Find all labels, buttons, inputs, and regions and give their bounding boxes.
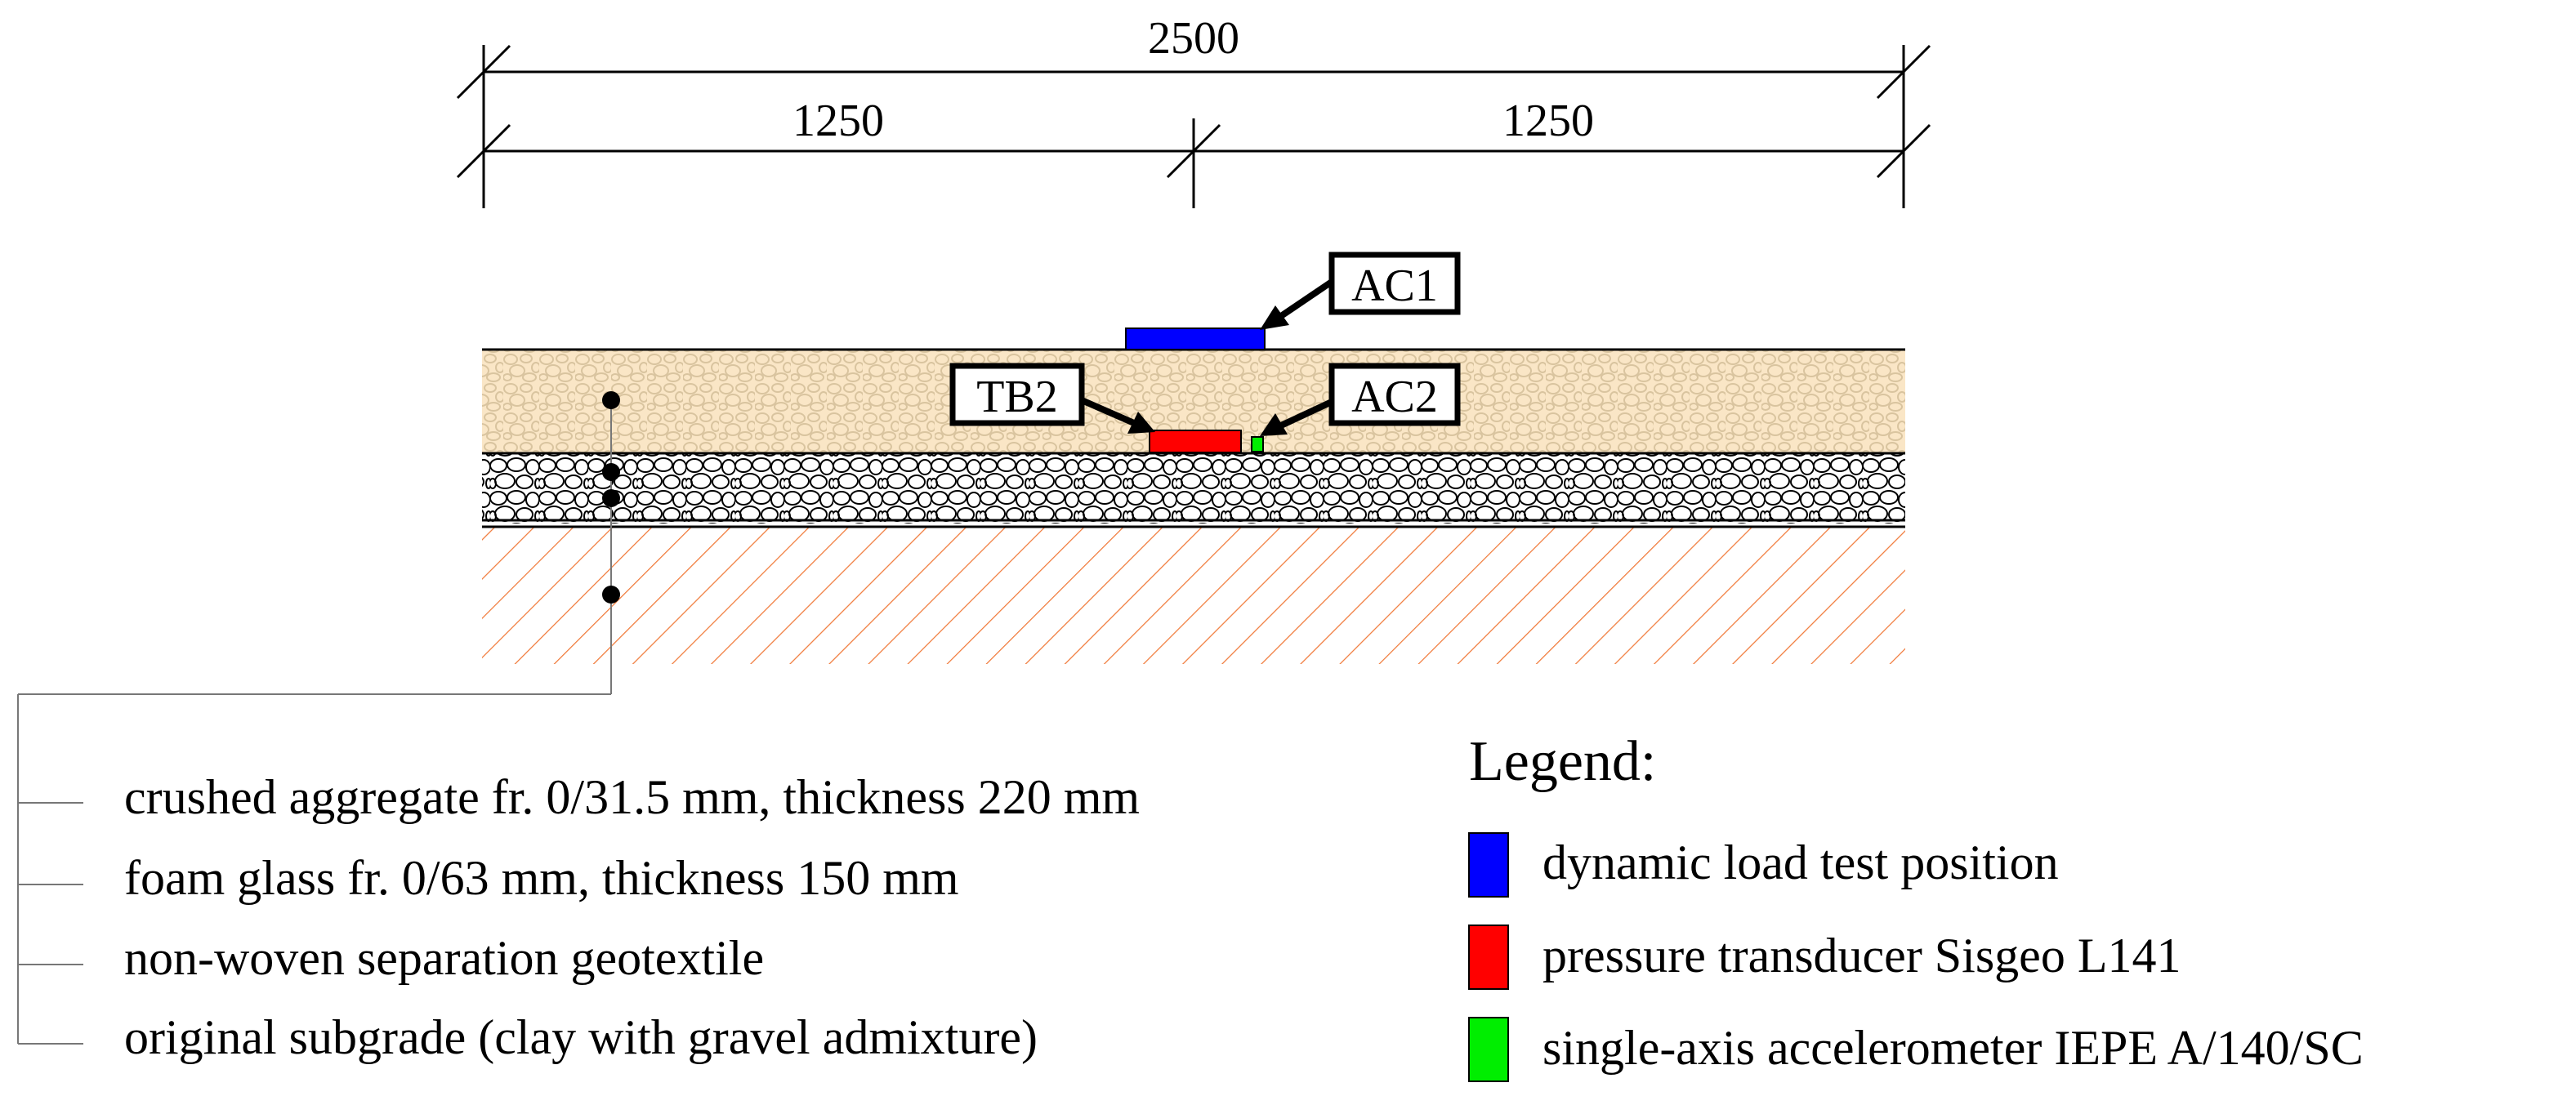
legend-title: Legend: [1469,730,1656,793]
legend-label-load-test: dynamic load test position [1542,835,2059,889]
callout-ac2: AC2 [1260,363,1461,436]
layer-foam-glass [482,453,1905,524]
callout-tb2: TB2 [949,363,1155,434]
leader-dot-geotextile [602,489,620,507]
layer-label-subgrade: original subgrade (clay with gravel admi… [124,1010,1038,1064]
callout-box-ac2 [1328,363,1461,426]
legend-label-pressure-transducer: pressure transducer Sisgeo L141 [1542,929,2181,982]
dimension-lines [456,44,1931,208]
layer-label-aggregate: crushed aggregate fr. 0/31.5 mm, thickne… [124,770,1140,824]
legend-label-accelerometer: single-axis accelerometer IEPE A/140/SC [1542,1021,2364,1075]
legend-swatch-load-test [1468,832,1509,898]
leader-dot-subgrade [602,586,620,604]
callout-label-tb2: TB2 [976,372,1058,422]
leader-dot-foam-glass [602,463,620,481]
callout-ac1: AC1 [1260,252,1461,330]
pressure-transducer-tb2 [1149,430,1242,453]
legend-swatch-accelerometer [1468,1017,1509,1082]
layer-label-geotextile: non-woven separation geotextile [124,931,764,985]
legend-swatch-pressure-transducer [1468,925,1509,990]
dimension-right-label: 1250 [1502,96,1594,146]
legend: Legend: dynamic load test position press… [1468,730,2364,1082]
leader-dot-aggregate [602,391,620,409]
dimension-total-label: 2500 [1148,13,1239,64]
layer-leaders [17,400,612,1045]
callout-label-ac1: AC1 [1351,261,1438,311]
accelerometer-ac2 [1251,436,1264,452]
layer-subgrade [482,527,1905,664]
callout-label-ac2: AC2 [1351,372,1438,422]
dynamic-load-plate [1125,327,1266,350]
dimension-left-label: 1250 [792,96,884,146]
layer-label-foam-glass: foam glass fr. 0/63 mm, thickness 150 mm [124,851,959,905]
callout-box-tb2 [949,363,1085,426]
layer-stack [482,348,1905,664]
